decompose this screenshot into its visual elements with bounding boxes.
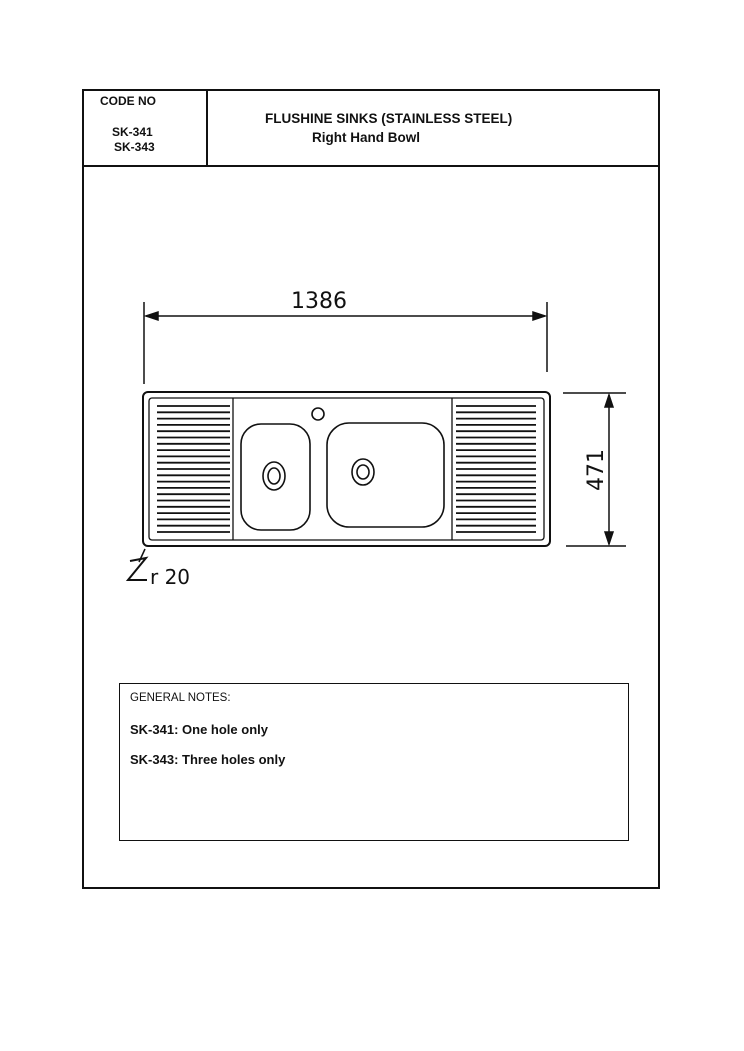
width-dimension-label: 471 [584,449,609,491]
sink-outer-edge [142,391,551,547]
width-dimension [563,392,626,547]
length-dimension-label: 1386 [291,289,347,314]
product-subtitle: Right Hand Bowl [312,130,420,145]
length-arrow-right [532,310,548,322]
width-arrow-top [603,392,615,408]
small-bowl [240,423,311,531]
sink-outline [142,391,551,547]
radius-label: r 20 [150,565,190,589]
small-bowl-drain-inner [267,467,281,485]
code-sk-341: SK-341 [112,125,153,139]
title-cell: FLUSHINE SINKS (STAINLESS STEEL) Right H… [208,91,658,165]
tap-hole [311,407,325,421]
width-arrow-bottom [603,531,615,547]
code-label: CODE NO [100,94,157,108]
drainer-right-ribs [456,405,536,533]
code-cell: CODE NO SK-341 SK-343 [84,91,208,165]
bowls [240,407,445,531]
drainer-left-ribs [157,405,230,533]
note-sk-341: SK-341: One hole only [130,722,268,737]
large-bowl-drain-outer [351,458,375,486]
small-bowl-drain-outer [262,461,286,491]
note-sk-343: SK-343: Three holes only [130,752,286,767]
title-block: CODE NO SK-341 SK-343 FLUSHINE SINKS (ST… [84,91,658,167]
code-sk-343: SK-343 [114,140,155,154]
length-dimension [143,302,548,384]
drawing-sheet: CODE NO SK-341 SK-343 FLUSHINE SINKS (ST… [82,89,660,889]
product-title: FLUSHINE SINKS (STAINLESS STEEL) [265,111,513,126]
length-arrow-left [143,310,159,322]
general-notes-box: GENERAL NOTES: SK-341: One hole only SK-… [119,683,629,841]
radius-angle-symbol [125,556,149,581]
large-bowl-drain-inner [356,464,370,480]
general-notes-title: GENERAL NOTES: [130,692,231,704]
radius-leader-line [138,548,146,563]
sink-inner-edge [148,397,545,541]
radius-marker [125,548,149,581]
large-bowl [326,422,445,528]
